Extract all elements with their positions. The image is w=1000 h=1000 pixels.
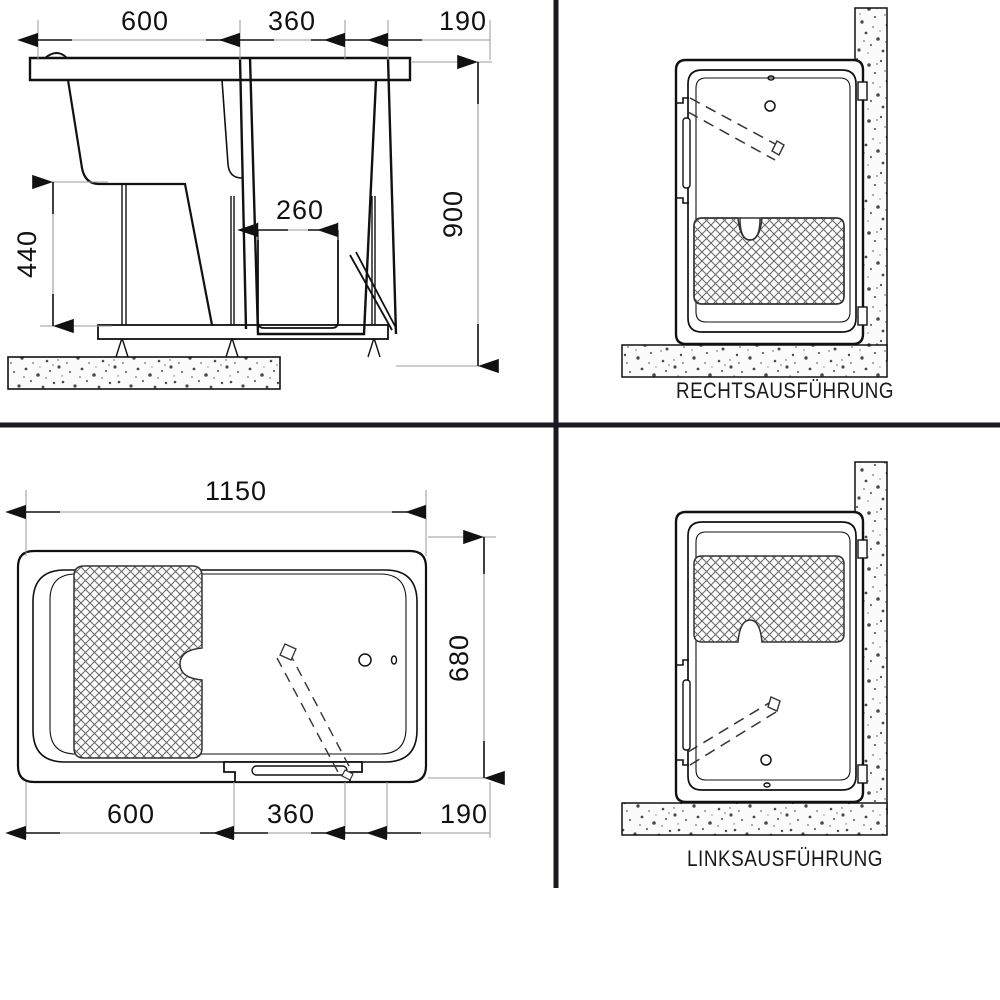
plan-door-swing — [276, 651, 351, 773]
dim-label-1150: 1150 — [205, 476, 267, 506]
floor-slab-left — [621, 802, 888, 836]
plan-inner-basin-2 — [49, 573, 407, 755]
plan-door-seal — [251, 765, 348, 776]
seat-outline-right — [693, 217, 845, 305]
tub-inner-basin-left-2 — [695, 531, 851, 781]
dim-label-260: 260 — [276, 195, 324, 225]
seat-hatch-right — [693, 217, 845, 305]
dim-bottom-chain — [5, 782, 491, 841]
dim-label-190-top: 190 — [439, 6, 487, 36]
door-frame-right — [675, 97, 691, 204]
plan-drain-icon — [358, 653, 372, 667]
tub-rim-section — [28, 52, 412, 82]
floor-slab-section — [7, 356, 281, 390]
overflow-icon-left — [763, 782, 771, 788]
wall-brackets-left — [857, 539, 868, 784]
dim-260 — [237, 222, 339, 240]
plan-door-opening — [223, 761, 363, 783]
dim-top-chain — [17, 20, 491, 60]
tub-body-profile — [238, 57, 398, 336]
overflow-icon — [767, 75, 775, 81]
fixture-markers-left — [760, 754, 772, 788]
door-frame-left — [675, 659, 691, 766]
door-seal-left — [682, 679, 691, 751]
view-plan: 1150 680 — [5, 476, 505, 841]
plan-seat-hatch — [73, 565, 203, 759]
tub-inner-basin-right — [687, 69, 857, 333]
wall-brackets-right — [857, 81, 868, 326]
door-seal-right — [682, 117, 691, 189]
support-brace — [349, 251, 397, 331]
caption-rechtsausfuehrung: RECHTSAUSFÜHRUNG — [676, 378, 894, 403]
tub-legs — [115, 183, 381, 358]
dim-label-600-top: 600 — [121, 6, 169, 36]
plan-door-hinge — [341, 769, 354, 781]
dim-label-680: 680 — [444, 634, 474, 682]
plan-overflow-icon — [390, 655, 398, 665]
seat-hatch-left — [693, 555, 845, 643]
dim-label-440: 440 — [12, 230, 42, 278]
dim-label-190-bottom: 190 — [440, 799, 488, 829]
door-handle-left — [767, 696, 781, 712]
dim-440 — [32, 174, 112, 334]
caption-linksausfuehrung: LINKSAUSFÜHRUNG — [687, 846, 883, 871]
door-handle-right — [771, 140, 785, 156]
tub-left-wall-profile — [66, 79, 214, 326]
quadrant-dividers — [0, 0, 1000, 888]
tub-left-wall-inner — [221, 79, 243, 179]
drain-icon-left — [760, 754, 772, 766]
dim-1150 — [5, 490, 427, 556]
tub-inner-basin-left — [687, 521, 857, 791]
floor-slab-right — [621, 344, 888, 378]
door-swing-right — [687, 97, 778, 161]
door-recess-section — [257, 230, 339, 329]
view-left-hand-version — [621, 461, 888, 836]
view-right-hand-version — [621, 7, 888, 378]
plan-door-handle — [279, 643, 297, 661]
rim-overflow-lip — [44, 52, 68, 59]
dim-680 — [428, 529, 505, 786]
plan-inner-basin — [32, 569, 418, 763]
view-section-side: 600 360 190 900 — [7, 6, 499, 390]
tub-inner-basin-right-2 — [695, 77, 851, 323]
dim-900 — [396, 54, 499, 374]
base-frame-rail — [97, 324, 389, 340]
drain-icon — [764, 100, 776, 112]
dim-label-900: 900 — [438, 190, 468, 238]
dim-label-600-bottom: 600 — [107, 799, 155, 829]
fixture-markers-right — [764, 75, 776, 112]
plan-fixtures — [358, 653, 398, 667]
dim-label-360-bottom: 360 — [267, 799, 315, 829]
dim-label-360-top: 360 — [268, 6, 316, 36]
